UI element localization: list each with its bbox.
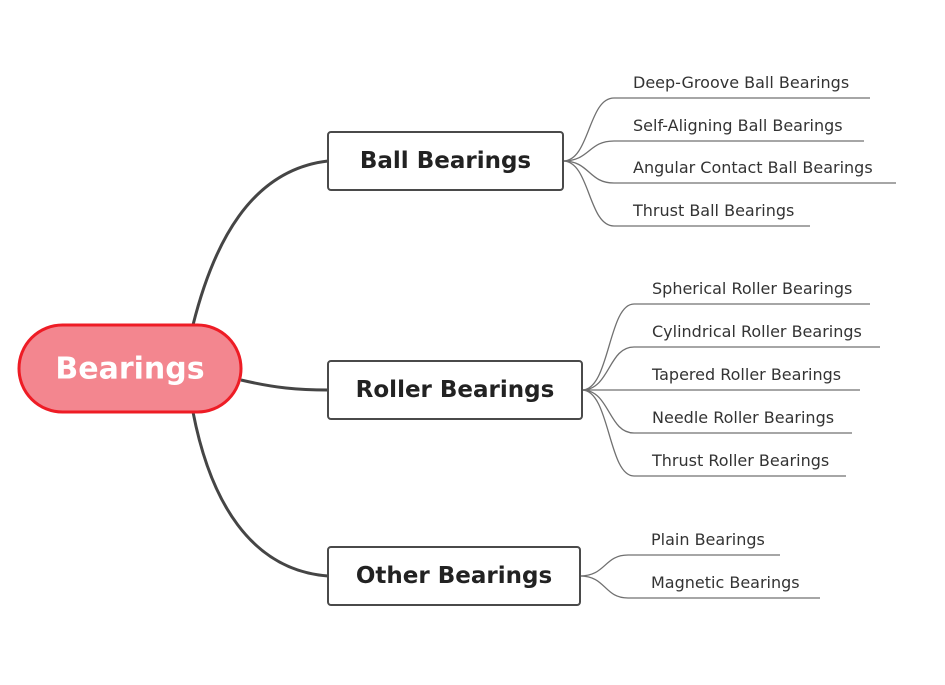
root-node-label: Bearings — [55, 352, 204, 387]
connector-ball-leaf-3 — [562, 160, 896, 184]
connector-root-roller — [240, 378, 329, 392]
branch-node-label: Roller Bearings — [356, 377, 555, 403]
leaf-node-label[interactable]: Thrust Roller Bearings — [651, 451, 829, 470]
connector-roller-leaf-4 — [581, 389, 852, 434]
branch-node-label: Ball Bearings — [360, 148, 531, 174]
root-node-shape — [17, 323, 243, 414]
leaf-node-label[interactable]: Deep-Groove Ball Bearings — [633, 73, 849, 92]
leaf-node-label[interactable]: Needle Roller Bearings — [652, 408, 834, 427]
branch-node-shape — [327, 131, 564, 191]
leaf-group-other-bearings: Plain Bearings Magnetic Bearings — [651, 530, 800, 592]
branch-node-label: Other Bearings — [356, 563, 552, 589]
leaf-node-label[interactable]: Cylindrical Roller Bearings — [652, 322, 862, 341]
leaf-group-roller-bearings: Spherical Roller Bearings Cylindrical Ro… — [651, 279, 862, 470]
connector-lines — [191, 97, 896, 599]
branch-node-other-bearings[interactable]: Other Bearings — [327, 546, 581, 606]
leaf-node-label[interactable]: Self-Aligning Ball Bearings — [633, 116, 843, 135]
leaf-group-ball-bearings: Deep-Groove Ball Bearings Self-Aligning … — [632, 73, 873, 220]
leaf-node-label[interactable]: Tapered Roller Bearings — [651, 365, 841, 384]
connector-other-leaf-1 — [579, 554, 780, 577]
connector-roller-leaf-1 — [581, 303, 870, 391]
root-node[interactable]: Bearings — [17, 323, 243, 414]
connector-ball-leaf-2 — [562, 140, 864, 162]
connector-roller-leaf-2 — [581, 346, 880, 391]
connector-root-ball — [191, 159, 329, 326]
branch-node-shape — [327, 546, 581, 606]
branch-node-roller-bearings[interactable]: Roller Bearings — [327, 360, 583, 420]
branch-node-ball-bearings[interactable]: Ball Bearings — [327, 131, 564, 191]
connector-root-other — [191, 411, 329, 578]
leaf-node-label[interactable]: Angular Contact Ball Bearings — [633, 158, 873, 177]
connector-other-leaf-2 — [579, 575, 820, 599]
leaf-node-label[interactable]: Plain Bearings — [651, 530, 765, 549]
branch-node-shape — [327, 360, 583, 420]
leaf-node-label[interactable]: Thrust Ball Bearings — [632, 201, 794, 220]
connector-ball-leaf-1 — [562, 97, 870, 162]
connector-ball-leaf-4 — [562, 160, 810, 227]
connector-roller-leaf-5 — [581, 389, 846, 477]
leaf-node-label[interactable]: Magnetic Bearings — [651, 573, 800, 592]
leaf-node-label[interactable]: Spherical Roller Bearings — [652, 279, 852, 298]
